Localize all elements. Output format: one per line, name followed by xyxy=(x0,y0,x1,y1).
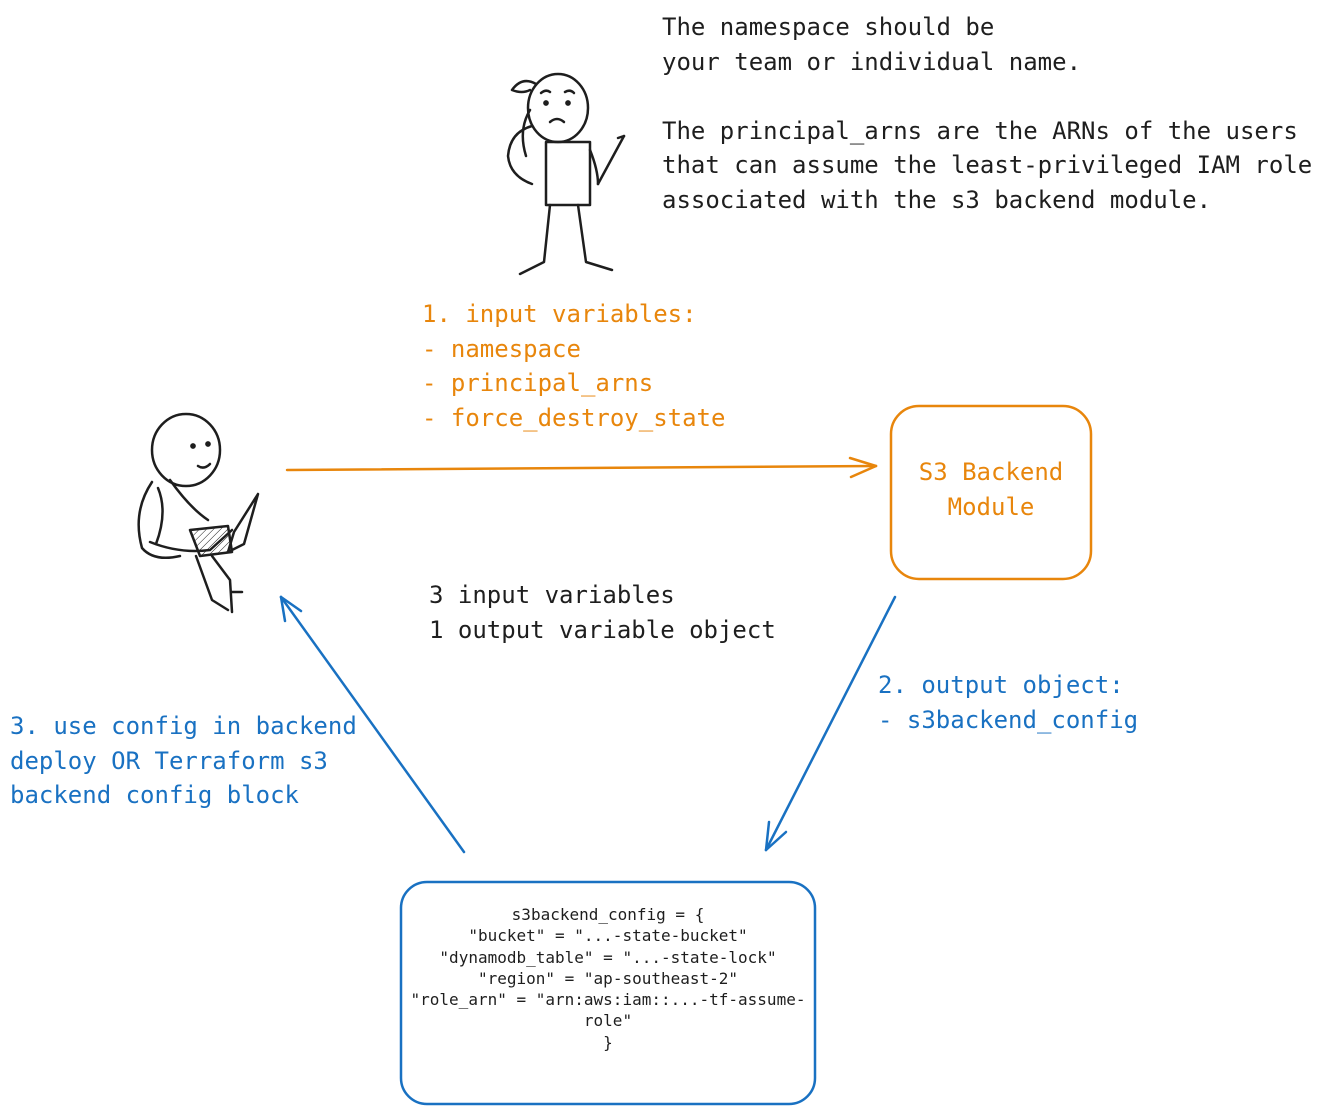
s3-backend-module-label: S3 Backend Module xyxy=(918,458,1064,521)
input-arrow xyxy=(285,456,878,479)
variables-summary: 3 input variables 1 output variable obje… xyxy=(429,581,776,644)
step-1-input-variables: 1. input variables: - namespace - princi… xyxy=(422,300,726,432)
s3-backend-module-box xyxy=(889,404,1093,581)
step-3-use-config: 3. use config in backend deploy OR Terra… xyxy=(10,712,357,809)
config-box-code: s3backend_config = { "bucket" = "...-sta… xyxy=(410,905,806,1052)
confused-person-icon xyxy=(506,72,626,276)
use-config-arrow xyxy=(279,595,466,854)
output-arrow xyxy=(764,595,897,852)
person-with-laptop-icon xyxy=(137,412,260,614)
config-box xyxy=(399,880,817,1106)
step-2-output-object: 2. output object: - s3backend_config xyxy=(878,671,1139,734)
namespace-note: The namespace should be your team or ind… xyxy=(662,13,1313,214)
